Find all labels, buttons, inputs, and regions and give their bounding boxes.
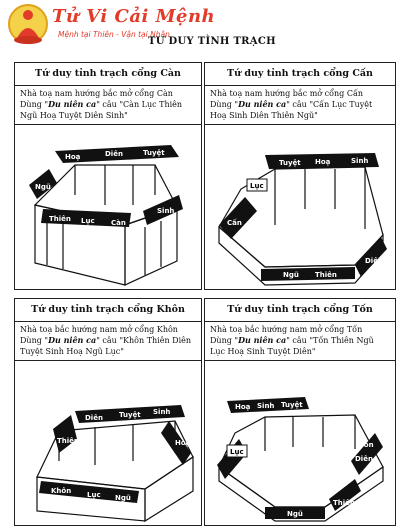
panel-description: Nhà toạ bắc hướng nam mở cổng Tốn Dùng "…: [205, 321, 395, 361]
label-ngu: Ngũ: [287, 510, 303, 518]
label-hoa: Hoạ: [175, 439, 191, 447]
label-tuyet: Tuyệt: [119, 411, 141, 419]
panel-canh: Tứ duy tỉnh trạch cổng Cấn Nhà toạ nam h…: [204, 62, 396, 290]
brand-logo: Tử Vi Cải Mệnh Mệnh tại Thiên - Vận tại …: [0, 0, 215, 52]
house-diagram-khon: Diên Tuyệt Sinh Thiên Hoạ Khôn Lục Ngũ: [36, 405, 194, 523]
label-hoa: Hoạ: [315, 158, 331, 166]
label-thien: Thiên: [333, 499, 355, 507]
panel-can: Tứ duy tỉnh trạch cổng Càn Nhà toạ nam h…: [14, 62, 202, 290]
panel-khon: Tứ duy tỉnh trạch cổng Khôn Nhà toạ bắc …: [14, 298, 202, 526]
label-tuyet: Tuyệt: [279, 159, 301, 167]
label-sinh: Sinh: [157, 207, 174, 215]
label-sinh: Sinh: [257, 402, 274, 410]
house-diagram-canh: Tuyệt Hoạ Sinh Lục Cấn Diên Ngũ Thiên: [218, 153, 387, 286]
label-ngu: Ngũ: [283, 271, 299, 279]
panel-title: Tứ duy tỉnh trạch cổng Càn: [15, 63, 201, 86]
label-can: Càn: [111, 219, 126, 227]
label-luc: Lục: [250, 182, 264, 190]
page-title: TƯ DUY TÌNH TRẠCH: [148, 36, 276, 47]
brand-tagline: Mệnh tại Thiên - Vận tại Nhân: [58, 30, 170, 39]
label-dien: Diên: [105, 150, 123, 158]
label-thien: Thiên: [315, 271, 337, 279]
label-dien: Diên: [365, 257, 383, 265]
label-luc: Lục: [230, 448, 244, 456]
panel-title: Tứ duy tỉnh trạch cổng Khôn: [15, 299, 201, 322]
panel-ton: Tứ duy tỉnh trạch cổng Tốn Nhà toạ bắc h…: [204, 298, 396, 526]
panel-description: Nhà toạ bắc hướng nam mở cổng Khôn Dùng …: [15, 321, 201, 361]
panel-title: Tứ duy tỉnh trạch cổng Tốn: [205, 299, 395, 322]
panel-description: Nhà toạ nam hướng bắc mở cổng Càn Dùng "…: [15, 85, 201, 125]
label-dien: Diên: [355, 455, 373, 463]
brand-name: Tử Vi Cải Mệnh: [52, 6, 216, 27]
label-thien: Thiên: [49, 215, 71, 223]
panel-title: Tứ duy tỉnh trạch cổng Cấn: [205, 63, 395, 86]
label-ton: Tốn: [359, 440, 374, 449]
label-hoa: Hoạ: [235, 403, 251, 411]
house-diagram-can: Hoạ Diên Tuyệt Ngũ Thiên Lục Càn Sinh: [29, 145, 183, 286]
buddha-logo-icon: [8, 4, 48, 44]
label-dien: Diên: [85, 414, 103, 422]
label-hoa: Hoạ: [65, 153, 81, 161]
label-luc: Lục: [87, 491, 101, 499]
label-thien: Thiên: [57, 437, 79, 445]
label-khon: Khôn: [51, 487, 71, 495]
label-ngu: Ngũ: [115, 494, 131, 502]
label-sinh: Sinh: [351, 157, 368, 165]
label-tuyet: Tuyệt: [143, 149, 165, 157]
panel-description: Nhà toạ nam hướng bắc mở cổng Cấn Dùng "…: [205, 85, 395, 125]
label-ngu: Ngũ: [35, 183, 51, 191]
label-sinh: Sinh: [153, 408, 170, 416]
house-diagram-ton: Hoạ Sinh Tuyệt Lục Diên Tốn Thiên Ngũ: [217, 397, 384, 522]
label-canh: Cấn: [227, 219, 242, 227]
label-luc: Lục: [81, 217, 95, 225]
label-tuyet: Tuyệt: [281, 401, 303, 409]
